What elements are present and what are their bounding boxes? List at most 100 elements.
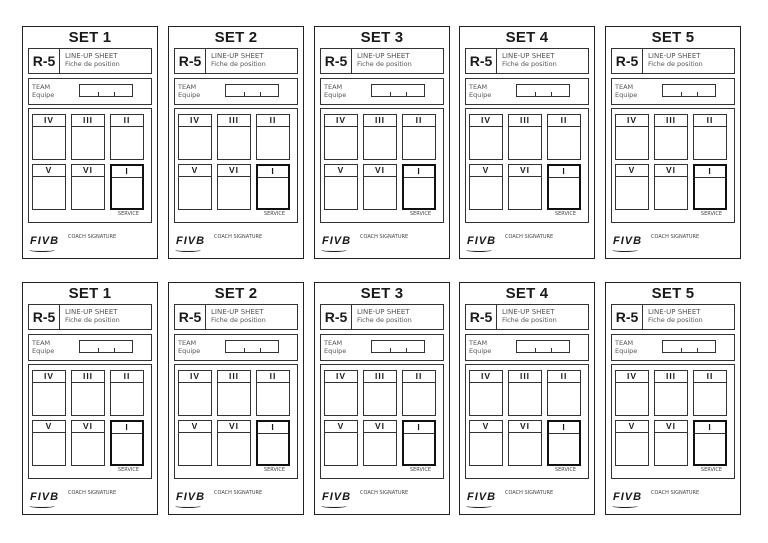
position-box-i-server[interactable]: I SERVICE: [693, 420, 727, 473]
team-code-field[interactable]: [371, 340, 425, 353]
line-up-sheet: SET 5 R-5 LINE-UP SHEET Fiche de positio…: [605, 26, 741, 259]
team-code-field[interactable]: [662, 340, 716, 353]
position-box-iv[interactable]: IV: [178, 370, 212, 416]
position-box-v[interactable]: V: [469, 420, 503, 466]
position-box-iv[interactable]: IV: [469, 114, 503, 160]
position-box-v[interactable]: V: [32, 164, 66, 210]
line-up-title: LINE-UP SHEET Fiche de position: [648, 308, 703, 324]
position-box-ii[interactable]: II: [693, 114, 727, 160]
position-label: I: [404, 422, 434, 434]
position-box-iv[interactable]: IV: [324, 370, 358, 416]
position-box-iii[interactable]: III: [654, 370, 688, 416]
position-box-iv[interactable]: IV: [615, 114, 649, 160]
position-box-vi[interactable]: VI: [654, 164, 688, 210]
service-label: SERVICE: [409, 211, 431, 217]
team-code-field[interactable]: [516, 340, 570, 353]
position-box-i-server[interactable]: I SERVICE: [693, 164, 727, 217]
header-box: R-5 LINE-UP SHEET Fiche de position: [320, 48, 444, 74]
position-box-iii[interactable]: III: [508, 114, 542, 160]
fivb-logo-swoosh: [175, 248, 201, 252]
position-box-ii[interactable]: II: [256, 370, 290, 416]
position-label: I: [258, 422, 288, 434]
team-code-field[interactable]: [516, 84, 570, 97]
position-box-vi[interactable]: VI: [363, 164, 397, 210]
position-box-iii[interactable]: III: [508, 370, 542, 416]
team-code-field[interactable]: [79, 340, 133, 353]
position-box-vi[interactable]: VI: [363, 420, 397, 466]
position-box-ii[interactable]: II: [402, 114, 436, 160]
position-box-v[interactable]: V: [324, 164, 358, 210]
position-box-ii[interactable]: II: [693, 370, 727, 416]
position-box-iv[interactable]: IV: [469, 370, 503, 416]
position-box-v[interactable]: V: [178, 420, 212, 466]
position-box-iii[interactable]: III: [217, 370, 251, 416]
team-label: TEAM Equipe: [324, 339, 346, 355]
position-label: V: [33, 165, 65, 177]
coach-signature-label: COACH SIGNATURE: [68, 490, 117, 496]
rotation-grid: IV III II V VI I SERVICE: [174, 364, 298, 479]
position-box-i-server[interactable]: I SERVICE: [402, 164, 436, 217]
position-box-v[interactable]: V: [178, 164, 212, 210]
position-box-i-server[interactable]: I SERVICE: [402, 420, 436, 473]
position-box-iv[interactable]: IV: [324, 114, 358, 160]
position-box-vi[interactable]: VI: [71, 164, 105, 210]
position-box-ii[interactable]: II: [547, 370, 581, 416]
position-box-i-server[interactable]: I SERVICE: [547, 164, 581, 217]
line-up-title-en: LINE-UP SHEET: [357, 308, 410, 316]
position-box-v[interactable]: V: [32, 420, 66, 466]
service-label: SERVICE: [117, 211, 139, 217]
position-box-vi[interactable]: VI: [217, 420, 251, 466]
team-label-fr: Equipe: [32, 347, 55, 355]
position-box-v[interactable]: V: [324, 420, 358, 466]
position-box-ii[interactable]: II: [110, 370, 144, 416]
line-up-title: LINE-UP SHEET Fiche de position: [65, 308, 120, 324]
position-box-i-server[interactable]: I SERVICE: [256, 420, 290, 473]
team-code-field[interactable]: [662, 84, 716, 97]
position-box-v[interactable]: V: [615, 164, 649, 210]
position-box-iv[interactable]: IV: [32, 370, 66, 416]
header-box: R-5 LINE-UP SHEET Fiche de position: [28, 304, 152, 330]
form-code: R-5: [466, 305, 497, 329]
position-box-v[interactable]: V: [615, 420, 649, 466]
team-code-field[interactable]: [225, 340, 279, 353]
position-box-ii[interactable]: II: [256, 114, 290, 160]
position-box-iii[interactable]: III: [71, 114, 105, 160]
team-code-field[interactable]: [79, 84, 133, 97]
set-title: SET 1: [68, 29, 112, 46]
position-box-ii[interactable]: II: [110, 114, 144, 160]
position-box-iv[interactable]: IV: [178, 114, 212, 160]
position-box-iii[interactable]: III: [71, 370, 105, 416]
position-box-vi[interactable]: VI: [654, 420, 688, 466]
position-box-v[interactable]: V: [469, 164, 503, 210]
position-box-vi[interactable]: VI: [508, 164, 542, 210]
position-box-i-server[interactable]: I SERVICE: [110, 164, 144, 217]
line-up-sheet: SET 5 R-5 LINE-UP SHEET Fiche de positio…: [605, 282, 741, 515]
position-box-iii[interactable]: III: [654, 114, 688, 160]
position-label: IV: [33, 371, 65, 383]
position-label: VI: [655, 421, 687, 433]
position-box-iii[interactable]: III: [217, 114, 251, 160]
team-code-field[interactable]: [371, 84, 425, 97]
line-up-title: LINE-UP SHEET Fiche de position: [502, 52, 557, 68]
team-label-fr: Equipe: [32, 91, 55, 99]
coach-signature-label: COACH SIGNATURE: [214, 490, 263, 496]
position-box-vi[interactable]: VI: [508, 420, 542, 466]
rotation-grid: IV III II V VI I SERVICE: [320, 108, 444, 223]
position-box-vi[interactable]: VI: [71, 420, 105, 466]
team-label: TEAM Equipe: [615, 339, 637, 355]
position-box-i-server[interactable]: I SERVICE: [547, 420, 581, 473]
position-box-ii[interactable]: II: [402, 370, 436, 416]
position-box-iii[interactable]: III: [363, 370, 397, 416]
position-box-iii[interactable]: III: [363, 114, 397, 160]
coach-signature-label: COACH SIGNATURE: [214, 234, 263, 240]
position-box-i-server[interactable]: I SERVICE: [256, 164, 290, 217]
position-box-vi[interactable]: VI: [217, 164, 251, 210]
position-box-iv[interactable]: IV: [32, 114, 66, 160]
fivb-logo: FIVB: [467, 235, 497, 247]
position-box-iv[interactable]: IV: [615, 370, 649, 416]
team-code-field[interactable]: [225, 84, 279, 97]
position-box-i-server[interactable]: I SERVICE: [110, 420, 144, 473]
rotation-grid: IV III II V VI I SERVICE: [28, 364, 152, 479]
position-box-ii[interactable]: II: [547, 114, 581, 160]
coach-signature-label: COACH SIGNATURE: [68, 234, 117, 240]
